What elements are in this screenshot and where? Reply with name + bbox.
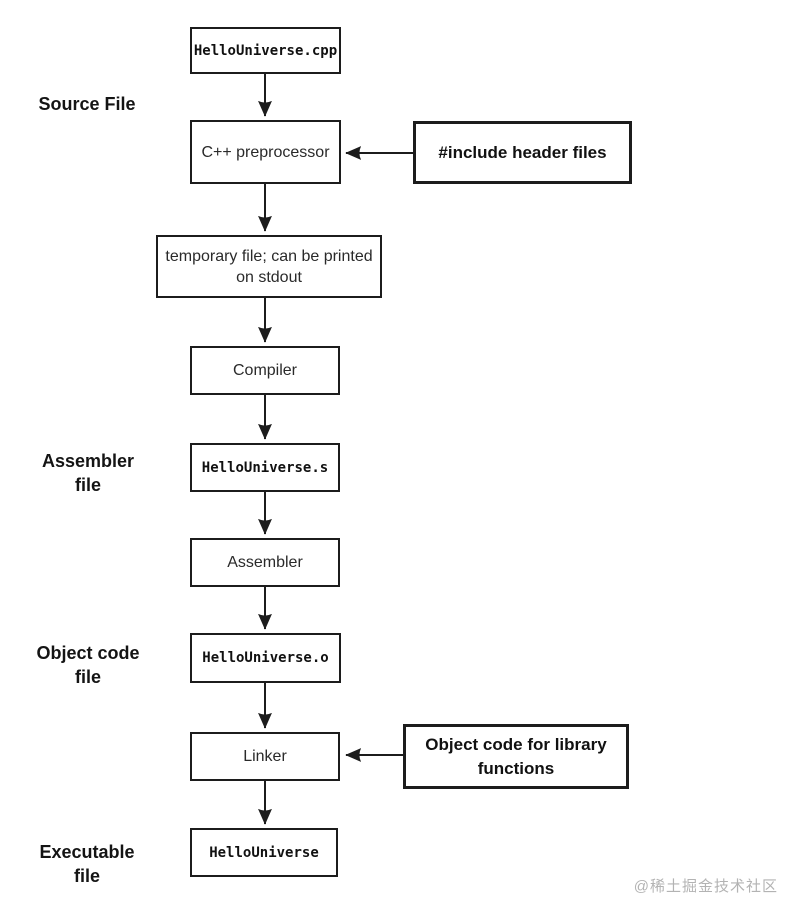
node-executable-file: HelloUniverse	[190, 828, 338, 877]
node-assembler-file-s: HelloUniverse.s	[190, 443, 340, 492]
node-temporary-file: temporary file; can be printed on stdout	[156, 235, 382, 298]
node-object-code-library-functions: Object code for library functions	[403, 724, 629, 789]
node-cpp-preprocessor: C++ preprocessor	[190, 120, 341, 184]
node-object-file-o: HelloUniverse.o	[190, 633, 341, 683]
stage-label-object-code-file: Object code file	[36, 643, 140, 687]
node-compiler: Compiler	[190, 346, 340, 395]
node-include-header-files: #include header files	[413, 121, 632, 184]
stage-label-assembler-file: Assembler file	[41, 451, 135, 495]
node-assembler: Assembler	[190, 538, 340, 587]
node-source-file-cpp: HelloUniverse.cpp	[190, 27, 341, 74]
node-linker: Linker	[190, 732, 340, 781]
stage-label-executable-file: Executable file	[39, 842, 135, 886]
stage-label-source-file: Source File	[38, 94, 136, 114]
watermark-text: @稀土掘金技术社区	[633, 878, 778, 895]
